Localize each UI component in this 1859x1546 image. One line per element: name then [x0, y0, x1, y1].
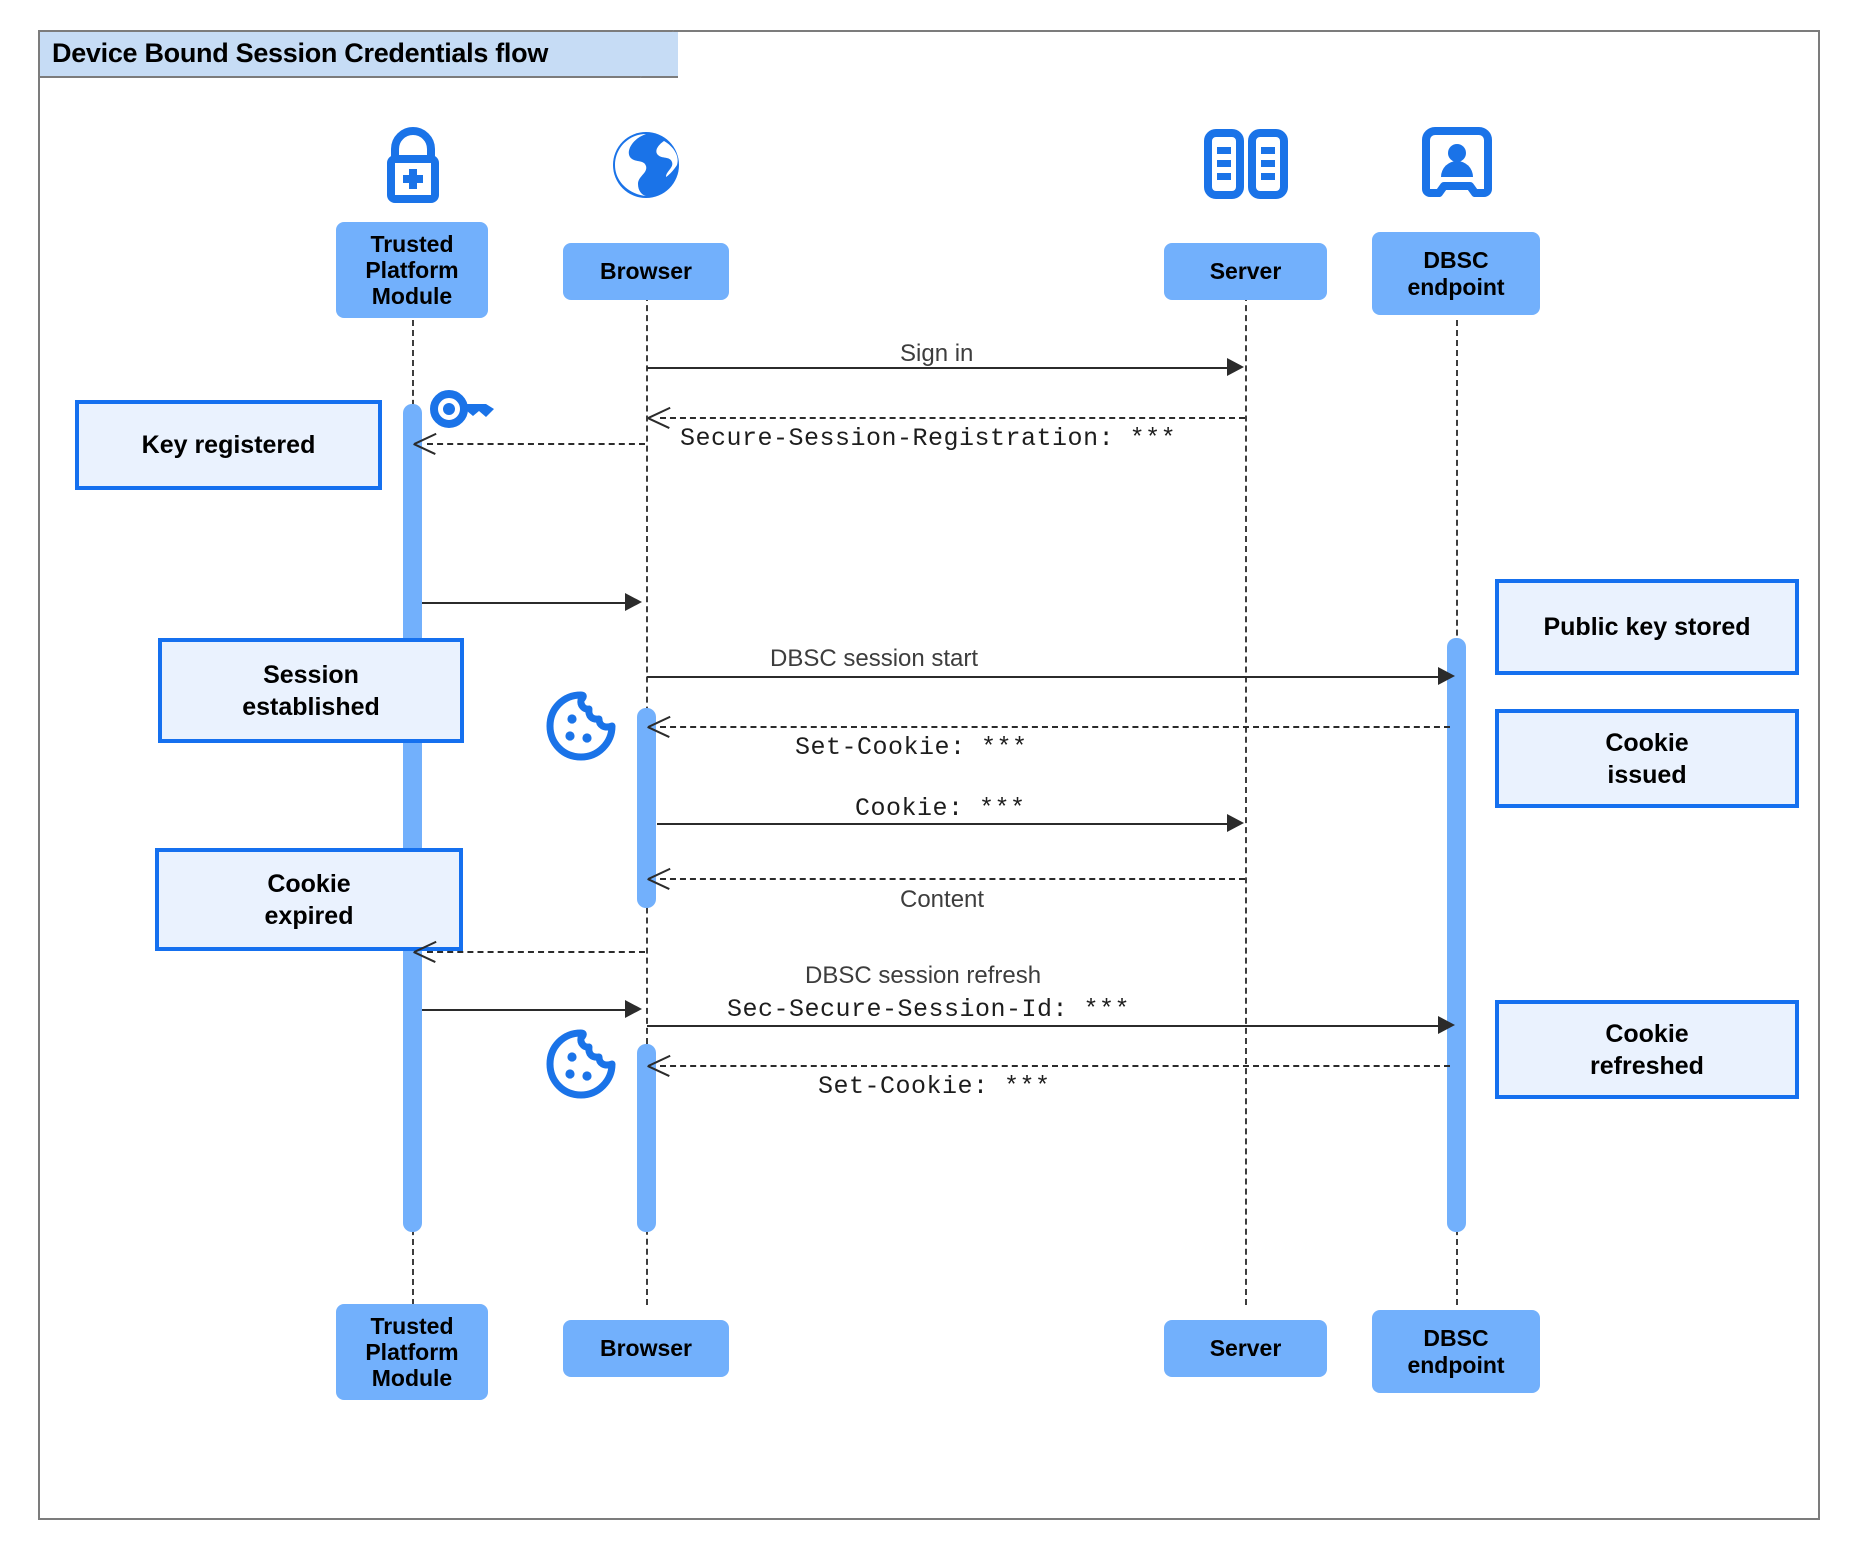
note-text: Key registered	[141, 431, 316, 459]
activation-bar-dbsc	[1447, 638, 1466, 1232]
lock-plus-icon	[368, 125, 458, 205]
message-label-sec-secure-session-id: Sec-Secure-Session-Id: ***	[727, 995, 1131, 1024]
message-arrowhead-sign-in	[1227, 358, 1244, 376]
lifeline-server	[1245, 285, 1247, 1305]
activation-bar-tpm	[403, 404, 422, 1232]
message-line-dbsc-session-refresh-a	[422, 1009, 625, 1011]
participant-label: DBSC endpoint	[1407, 1325, 1505, 1378]
participant-server-bottom[interactable]: Server	[1164, 1320, 1327, 1377]
globe-icon	[605, 125, 687, 205]
key-icon	[428, 385, 508, 433]
message-line-dbsc-session-refresh-b	[647, 1025, 1438, 1027]
note-cookie-refreshed: Cookie refreshed	[1495, 1000, 1799, 1099]
participant-label: Server	[1209, 1335, 1282, 1362]
cookie-icon	[545, 690, 617, 762]
message-label-dbsc-session-refresh: DBSC session refresh	[805, 962, 1042, 989]
note-text: Session established	[242, 660, 380, 721]
message-arrowhead-content	[648, 867, 670, 889]
message-arrowhead-browser-to-tpm-refresh	[414, 940, 436, 962]
note-session-established: Session established	[158, 638, 464, 743]
note-cookie-expired: Cookie expired	[155, 848, 463, 951]
participant-label: Server	[1209, 258, 1282, 285]
note-key-registered: Key registered	[75, 400, 382, 490]
message-arrowhead-dbsc-session-refresh-a	[625, 1000, 642, 1018]
message-arrowhead-browser-to-tpm-register	[414, 432, 436, 454]
message-label-cookie: Cookie: ***	[855, 794, 1026, 823]
message-label-set-cookie-2: Set-Cookie: ***	[818, 1072, 1051, 1101]
diagram-frame	[38, 30, 1820, 1520]
message-line-tpm-to-browser-key	[422, 602, 625, 604]
message-arrowhead-dbsc-session-refresh-b	[1438, 1016, 1455, 1034]
participant-browser-bottom[interactable]: Browser	[563, 1320, 729, 1377]
message-label-secure-session-registration: Secure-Session-Registration: ***	[680, 424, 1177, 453]
participant-label: Browser	[599, 258, 693, 285]
participant-tpm-top[interactable]: Trusted Platform Module	[336, 222, 488, 318]
participant-server-top[interactable]: Server	[1164, 243, 1327, 300]
message-label-sign-in: Sign in	[900, 340, 974, 367]
diagram-frame-tab	[38, 30, 678, 78]
message-arrowhead-tpm-to-browser-key	[625, 593, 642, 611]
participant-label: DBSC endpoint	[1407, 247, 1505, 300]
participant-browser-top[interactable]: Browser	[563, 243, 729, 300]
participant-label: Browser	[599, 1335, 693, 1362]
message-line-secure-session-registration	[660, 417, 1245, 419]
message-line-browser-to-tpm-register	[427, 443, 645, 445]
note-cookie-issued: Cookie issued	[1495, 709, 1799, 808]
participant-tpm-bottom[interactable]: Trusted Platform Module	[336, 1304, 488, 1400]
participant-label: Trusted Platform Module	[365, 1312, 459, 1392]
message-arrowhead-set-cookie-1	[648, 715, 670, 737]
message-line-set-cookie-2	[660, 1065, 1450, 1067]
participant-label: Trusted Platform Module	[365, 230, 459, 310]
participant-dbsc-bottom[interactable]: DBSC endpoint	[1372, 1310, 1540, 1393]
message-line-content	[660, 878, 1245, 880]
message-line-sign-in	[647, 367, 1227, 369]
message-line-browser-to-tpm-refresh	[427, 951, 645, 953]
activation-bar-browser-1	[637, 708, 656, 908]
message-label-content: Content	[900, 886, 985, 913]
message-arrowhead-secure-session-registration	[648, 406, 670, 428]
message-arrowhead-set-cookie-2	[648, 1054, 670, 1076]
diagram-title: Device Bound Session Credentials flow	[52, 38, 549, 68]
message-label-set-cookie-1: Set-Cookie: ***	[795, 733, 1028, 762]
note-public-key-stored: Public key stored	[1495, 579, 1799, 675]
id-badge-icon	[1418, 125, 1496, 205]
participant-dbsc-top[interactable]: DBSC endpoint	[1372, 232, 1540, 315]
server-racks-icon	[1198, 125, 1294, 205]
message-arrowhead-cookie	[1227, 814, 1244, 832]
message-line-set-cookie-1	[660, 726, 1450, 728]
message-line-cookie	[657, 823, 1227, 825]
note-text: Public key stored	[1543, 613, 1751, 641]
cookie-icon	[545, 1028, 617, 1100]
note-text: Cookie issued	[1605, 728, 1689, 789]
message-label-dbsc-session-start: DBSC session start	[770, 645, 979, 672]
activation-bar-browser-2	[637, 1044, 656, 1232]
message-arrowhead-dbsc-session-start	[1438, 667, 1455, 685]
note-text: Cookie refreshed	[1590, 1019, 1704, 1080]
note-text: Cookie expired	[264, 869, 354, 930]
message-line-dbsc-session-start	[647, 676, 1438, 678]
